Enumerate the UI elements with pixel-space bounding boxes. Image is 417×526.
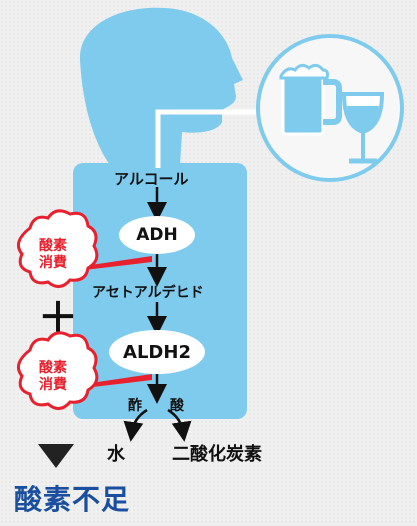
alcohol-label: アルコール — [114, 170, 189, 188]
acetic-acid-label-part2: 酸 — [170, 398, 184, 414]
arrow-acetic-acid-to-water — [123, 408, 148, 442]
cloud-2-line2: 消費 — [39, 377, 67, 393]
cloud-2-line1: 酸素 — [39, 360, 67, 376]
aldh2-label: ALDH2 — [123, 341, 191, 363]
acetaldehyde-label: アセトアルデヒド — [92, 285, 204, 301]
cloud-1-line1: 酸素 — [39, 238, 67, 254]
cloud-1-line2: 消費 — [39, 255, 67, 271]
water-label: 水 — [107, 444, 125, 465]
head-silhouette — [79, 7, 243, 165]
oxygen-consumption-cloud-2 — [16, 331, 99, 410]
plus-sign: ＋ — [38, 295, 78, 341]
down-triangle-icon — [38, 444, 74, 468]
aldh2-enzyme-oval: ALDH2 — [109, 330, 205, 374]
carbon-dioxide-label: 二酸化炭素 — [172, 444, 262, 465]
oxygen-consumption-cloud-1 — [16, 209, 99, 288]
adh-enzyme-oval: ADH — [119, 216, 195, 254]
wine-glass-icon — [341, 92, 385, 164]
oxygen-consumption-connector-1 — [84, 256, 152, 270]
oxygen-consumption-text-2: 酸素 消費 — [28, 360, 78, 394]
alcohol-intake-tube — [155, 109, 275, 168]
oxygen-deficiency-conclusion: 酸素不足 — [14, 483, 131, 516]
adh-label: ADH — [136, 225, 178, 245]
beer-mug-icon — [279, 63, 342, 136]
oxygen-consumption-text-1: 酸素 消費 — [28, 238, 78, 272]
acetic-acid-label-part1: 酢 — [128, 398, 142, 414]
oxygen-consumption-connector-2 — [84, 374, 152, 388]
arrow-acetic-acid-to-co2 — [167, 408, 192, 442]
